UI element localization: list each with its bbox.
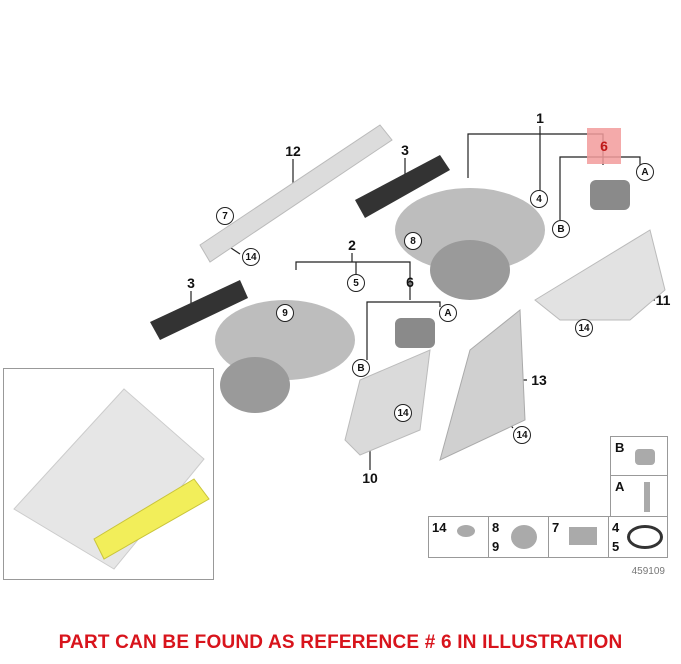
footer-notice: PART CAN BE FOUND AS REFERENCE # 6 IN IL… [58, 632, 623, 653]
circle-label-14: 14 [394, 404, 412, 422]
engine-location-inset [3, 368, 214, 580]
callout-3: 3 [401, 142, 409, 158]
circle-label-4: 4 [530, 190, 548, 208]
flange-bolt-icon [457, 525, 475, 537]
diagram-reference-number: 459109 [631, 566, 665, 577]
o-ring-icon [627, 525, 663, 549]
hardware-cell-b: B [610, 436, 668, 476]
circle-label-5: 5 [347, 274, 365, 292]
callout-6-highlight [587, 128, 621, 164]
callout-3: 3 [187, 275, 195, 291]
circle-label-14: 14 [242, 248, 260, 266]
circle-label-9: 9 [276, 304, 294, 322]
circle-label-7: 7 [216, 207, 234, 225]
circle-label-A: A [636, 163, 654, 181]
callout-11: 11 [655, 292, 671, 308]
circle-label-8: 8 [404, 232, 422, 250]
hardware-cell-a: A [610, 475, 668, 517]
hex-nut-icon [635, 449, 655, 465]
bolt-icon [644, 482, 650, 512]
clip-icon [569, 527, 597, 545]
callout-2: 2 [348, 237, 356, 253]
circle-label-B: B [352, 359, 370, 377]
callout-12: 12 [285, 143, 301, 159]
circle-label-B: B [552, 220, 570, 238]
callout-6: 6 [600, 138, 608, 154]
circle-label-14: 14 [513, 426, 531, 444]
hardware-cell-14: 14 [428, 516, 489, 558]
callout-13: 13 [531, 372, 547, 388]
callout-10: 10 [362, 470, 378, 486]
circle-label-A: A [439, 304, 457, 322]
callout-1: 1 [536, 110, 544, 126]
flange-nut-icon [511, 525, 537, 549]
circle-label-14: 14 [575, 319, 593, 337]
callout-6: 6 [406, 274, 414, 290]
hardware-cell-7: 7 [548, 516, 609, 558]
